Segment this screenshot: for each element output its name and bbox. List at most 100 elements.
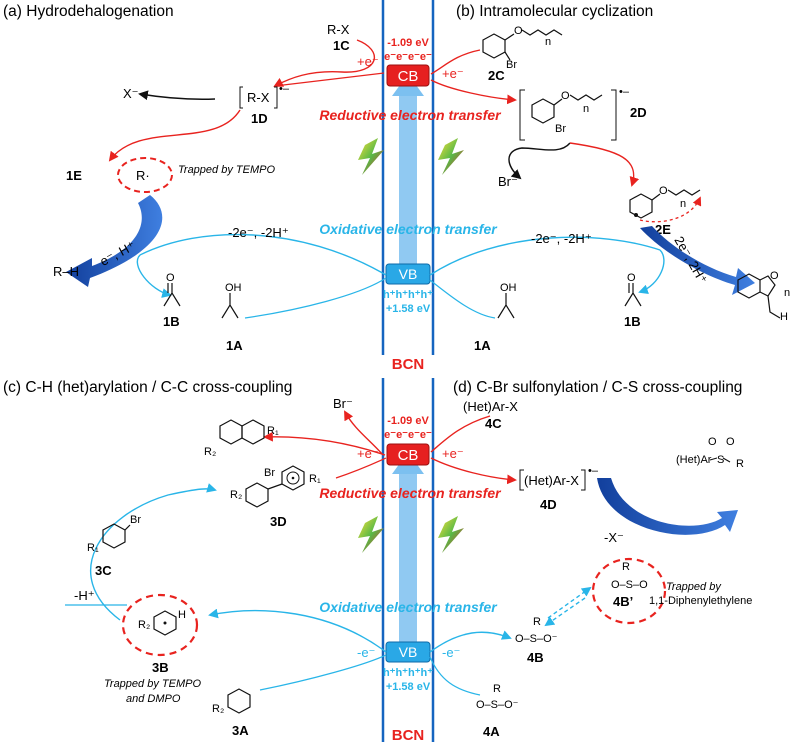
sulfinate-anion: O–S–O⁻ bbox=[515, 633, 558, 645]
panel-d: (d) C-Br sulfonylation / C-S cross-coupl… bbox=[429, 379, 752, 739]
isopropanol-structure bbox=[221, 293, 239, 319]
bromo-substituent: Br bbox=[506, 59, 517, 71]
label-2d: 2D bbox=[630, 105, 647, 120]
cyclohexadienyl-intermediate bbox=[245, 482, 269, 508]
label-4bp: 4B’ bbox=[613, 594, 633, 609]
ring-oxygen: O bbox=[770, 270, 779, 282]
product-aryl: (Het)Ar bbox=[676, 454, 712, 466]
cb-potential: -1.09 eV bbox=[387, 37, 429, 49]
label-1a: 1A bbox=[226, 338, 243, 353]
r-group: R bbox=[736, 458, 744, 470]
aryl-radical-3b bbox=[153, 610, 177, 636]
arene-3a bbox=[227, 688, 251, 714]
minus-electron-label: -e⁻ bbox=[357, 645, 375, 660]
ether-oxygen: O bbox=[561, 90, 570, 102]
cb-to-1c-line bbox=[274, 72, 385, 87]
vb-box bbox=[385, 263, 431, 285]
oxidation-label: -2e⁻, -2H⁺ bbox=[531, 231, 592, 246]
halide-release-arrow bbox=[138, 90, 216, 101]
electron-arrow bbox=[430, 415, 491, 453]
chain-index: n bbox=[583, 103, 589, 115]
excitation-arrow bbox=[399, 462, 417, 642]
trapped-note-2: and DMPO bbox=[126, 693, 181, 705]
label-3b: 3B bbox=[152, 660, 169, 675]
cb-electrons: e⁻e⁻e⁻e⁻ bbox=[384, 429, 432, 441]
label-2c: 2C bbox=[488, 68, 505, 83]
cb-electrons: e⁻e⁻e⁻e⁻ bbox=[384, 51, 432, 63]
vb-holes: h⁺h⁺h⁺h⁺ bbox=[383, 289, 433, 301]
substrate-to-vb-line bbox=[429, 656, 481, 696]
oxidative-transfer-label: Oxidative electron transfer bbox=[319, 221, 498, 237]
halide-release-arrow bbox=[344, 410, 384, 456]
rx-reagent: R-X bbox=[327, 22, 350, 37]
aryl-halide-4c: (Het)Ar-X bbox=[463, 399, 518, 414]
radical-anion-sign: •– bbox=[588, 465, 599, 477]
sulfur-atom: S bbox=[717, 454, 724, 466]
cb-box bbox=[386, 443, 430, 466]
label-1a: 1A bbox=[474, 338, 491, 353]
excitation-arrow bbox=[399, 84, 417, 264]
r-group: R bbox=[533, 616, 541, 628]
hydrogen-atom: H bbox=[178, 609, 186, 621]
cb-potential: -1.09 eV bbox=[387, 415, 429, 427]
minus-electron-label: -e⁻ bbox=[442, 645, 460, 660]
bromide-anion: Br⁻ bbox=[498, 174, 518, 189]
label-1d: 1D bbox=[251, 111, 268, 126]
acetone-structure bbox=[163, 283, 181, 307]
chain-index: n bbox=[784, 287, 790, 299]
ether-oxygen: O bbox=[659, 185, 668, 197]
plus-electron-label: +e⁻ bbox=[357, 446, 379, 461]
debromination-arrow bbox=[569, 142, 640, 187]
label-1e: 1E bbox=[66, 168, 82, 183]
reductive-transfer-label: Reductive electron transfer bbox=[319, 107, 502, 123]
bromo-substituent: Br bbox=[555, 123, 566, 135]
panel-a: (a) Hydrodehalogenation R-X 1C +e⁻ R-X •… bbox=[3, 3, 387, 353]
radical-formation-arrow bbox=[547, 586, 592, 619]
substrate-to-vb-line bbox=[259, 654, 387, 691]
vb-potential: +1.58 eV bbox=[386, 303, 431, 315]
radical-addition-arc bbox=[89, 483, 217, 621]
vb-label: VB bbox=[399, 266, 418, 282]
chain-index: n bbox=[680, 198, 686, 210]
radical-anion-4d: (Het)Ar-X bbox=[524, 473, 579, 488]
hole-transfer-arc bbox=[429, 236, 661, 276]
reductive-transfer-label: Reductive electron transfer bbox=[319, 485, 502, 501]
trap-circle bbox=[121, 593, 199, 657]
substrate-to-vb-line bbox=[429, 279, 496, 319]
r2-substituent: R₂ bbox=[230, 489, 242, 501]
trapped-note-1: Trapped by bbox=[666, 581, 722, 593]
bcn-label: BCN bbox=[392, 356, 425, 373]
radical-anion-sign: •– bbox=[279, 83, 290, 95]
sulfinate-anion: O–S–O⁻ bbox=[476, 699, 519, 711]
biaryl-product bbox=[219, 419, 243, 445]
bcn-label: BCN bbox=[392, 727, 425, 742]
panel-d-title: (d) C-Br sulfonylation / C-S cross-coupl… bbox=[453, 379, 742, 396]
isopropanol-structure bbox=[497, 293, 515, 319]
panel-c-title: (c) C-H (het)arylation / C-C cross-coupl… bbox=[3, 379, 292, 396]
r1-substituent: R₁ bbox=[309, 473, 321, 485]
coupling-arrow bbox=[263, 431, 386, 456]
reduction-arrow bbox=[66, 195, 163, 287]
electron-arrow bbox=[273, 39, 376, 87]
oxidation-label: -2e⁻, -2H⁺ bbox=[228, 225, 289, 240]
r2-substituent: R₂ bbox=[212, 703, 224, 715]
r1-substituent: R₁ bbox=[267, 425, 279, 437]
r1-substituent: R₁ bbox=[87, 542, 99, 554]
plus-electron-label: +e⁻ bbox=[357, 54, 379, 69]
panel-a-title: (a) Hydrodehalogenation bbox=[3, 3, 174, 20]
electron-proton-label: 2e⁻, 2H⁺ bbox=[671, 234, 710, 287]
sulfonyl-oxygen: O bbox=[726, 436, 735, 448]
label-1b: 1B bbox=[163, 314, 180, 329]
hole-transfer-arc bbox=[139, 233, 387, 276]
label-4c: 4C bbox=[485, 416, 502, 431]
vb-potential: +1.58 eV bbox=[386, 681, 431, 693]
oxidation-arrow bbox=[136, 254, 172, 298]
trap-circle bbox=[117, 157, 173, 193]
bromo-substituent: Br bbox=[264, 467, 275, 479]
acetone-o: O bbox=[627, 272, 636, 284]
bromide-anion: Br⁻ bbox=[333, 396, 353, 411]
label-4d: 4D bbox=[540, 497, 557, 512]
vb-label: VB bbox=[399, 644, 418, 660]
